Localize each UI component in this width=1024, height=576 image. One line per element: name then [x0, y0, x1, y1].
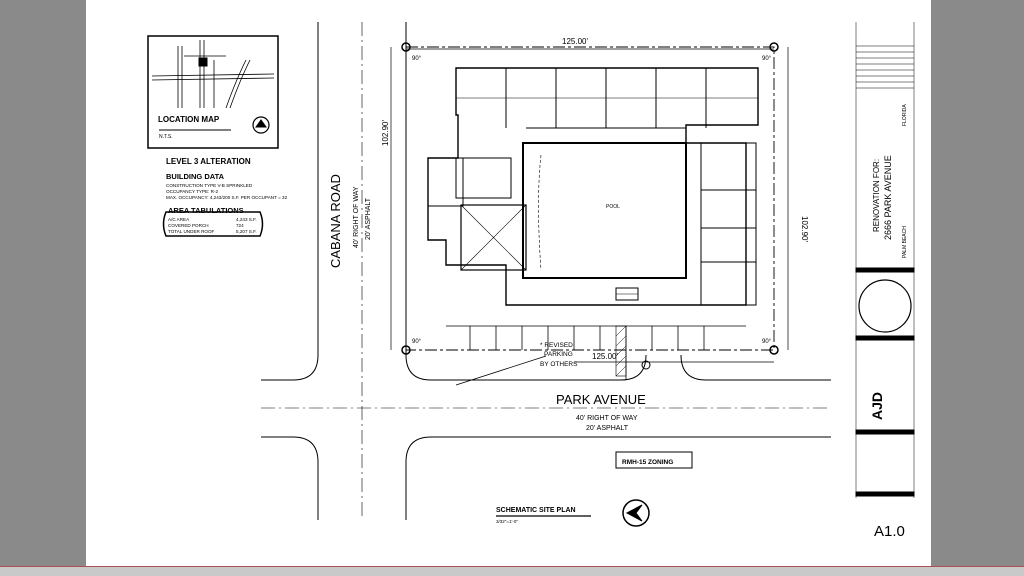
north-arrow-icon — [252, 116, 270, 134]
location-map — [147, 35, 279, 149]
location-marker — [198, 57, 208, 67]
title-block — [855, 22, 915, 498]
title-line2: 2666 PARK AVENUE — [883, 155, 893, 240]
dim-right: 102.90' — [800, 216, 809, 242]
pool-label: POOL — [606, 204, 620, 210]
building-footprint — [427, 67, 759, 306]
north-arrow-icon — [622, 499, 650, 527]
area-tabulation-title: AREA TABULATIONS — [168, 206, 244, 215]
building-data-title: BUILDING DATA — [166, 172, 225, 181]
dim-top: 125.00' — [562, 37, 588, 46]
revised-parking-line: * REVISED — [540, 342, 573, 349]
building-data-line: CONSTRUCTION TYPE V-B SPRINKLED — [166, 183, 253, 188]
hatched-walk — [615, 325, 627, 377]
title-state: FLORIDA — [902, 104, 908, 126]
dim-left: 102.90' — [381, 120, 390, 146]
location-map-title: LOCATION MAP — [158, 115, 220, 124]
road-south-row: 40' RIGHT OF WAY — [576, 415, 638, 422]
window-bottom-strip — [0, 566, 1024, 576]
building-data-line: OCCUPANCY TYPE: R-2 — [166, 189, 219, 194]
dim-bottom: 125.00' — [592, 352, 618, 361]
road-west-row: 40' RIGHT OF WAY — [353, 186, 360, 248]
building-data-line: MAX. OCCUPANCY: 4,243/200 S.F. PER OCCUP… — [166, 195, 288, 200]
accessible-parking-icon — [641, 360, 651, 370]
area-value: 5,207 S.F. — [236, 229, 257, 234]
road-south-name: PARK AVENUE — [556, 392, 646, 407]
area-label: COVERED PORCH — [168, 223, 209, 228]
area-value: 724 — [236, 223, 244, 228]
seal-circle — [858, 279, 912, 333]
angle-tl: 90° — [412, 56, 422, 62]
title-line1: RENOVATION FOR: — [872, 159, 881, 232]
area-value: 4,243 S.F. — [236, 217, 257, 222]
site-plan-drawing: LOCATION MAP N.T.S. LEVEL 3 ALTERATION B… — [147, 22, 915, 540]
angle-br: 90° — [762, 339, 772, 345]
zoning-label: RMH-15 ZONING — [622, 459, 673, 466]
angle-bl: 90° — [412, 339, 422, 345]
drawing-sheet: LOCATION MAP N.T.S. LEVEL 3 ALTERATION B… — [86, 0, 931, 566]
revised-parking-line: BY OTHERS — [540, 361, 578, 368]
road-lines — [261, 22, 831, 520]
road-south-asphalt: 20' ASPHALT — [586, 425, 629, 432]
road-west-name: CABANA ROAD — [328, 174, 343, 268]
location-map-scale: N.T.S. — [159, 134, 173, 140]
area-tabulation-box — [162, 211, 264, 237]
sheet-number: A1.0 — [874, 523, 905, 540]
property-line — [401, 42, 779, 355]
drawing-scale: 3/32"=1'-0" — [496, 519, 518, 524]
title-city: PALM BEACH — [902, 226, 908, 258]
alteration-title: LEVEL 3 ALTERATION — [166, 157, 251, 166]
revised-parking-line: PARKING — [544, 351, 573, 358]
firm-logo: AJD — [869, 392, 885, 420]
parking-stalls — [446, 325, 746, 386]
zoning-box — [615, 451, 693, 469]
area-label: TOTAL UNDER ROOF — [168, 229, 215, 234]
road-west-asphalt: 20' ASPHALT — [365, 197, 372, 240]
dimension-lines — [390, 47, 789, 363]
angle-tr: 90° — [762, 56, 772, 62]
drawing-title: SCHEMATIC SITE PLAN — [496, 507, 576, 514]
area-label: A/C AREA — [168, 217, 190, 222]
